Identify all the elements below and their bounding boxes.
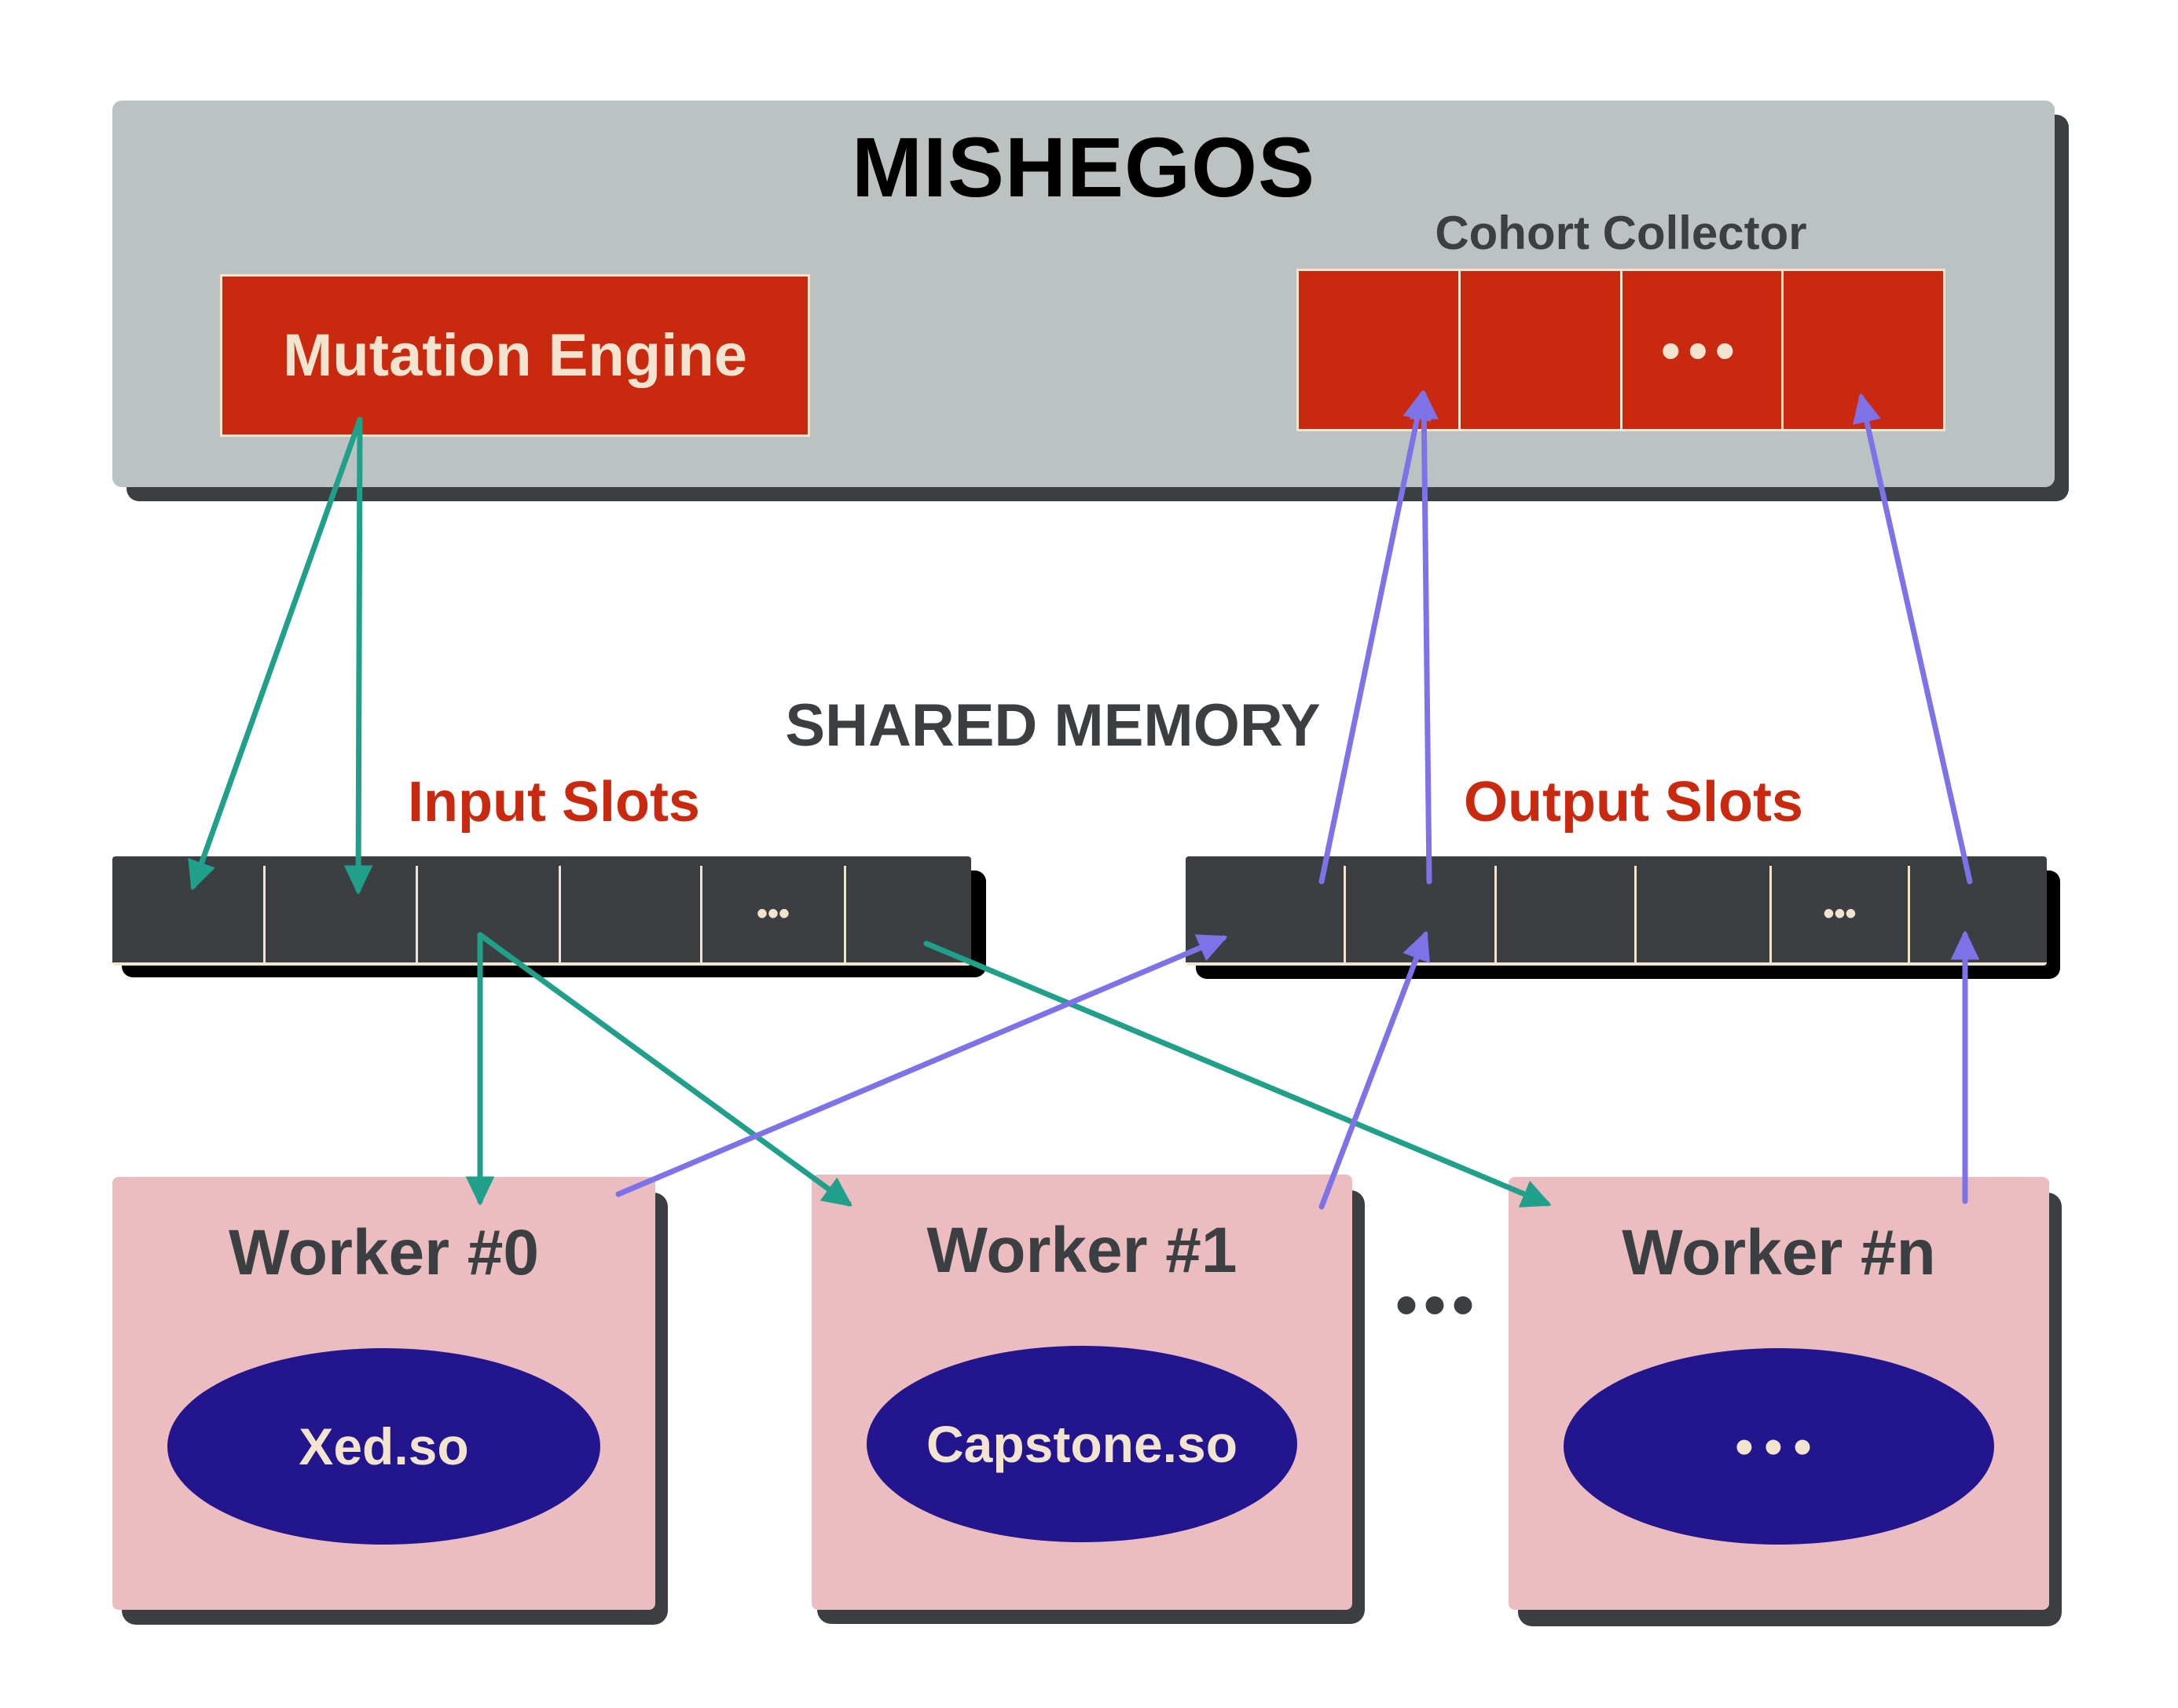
output-slot	[1497, 866, 1637, 962]
worker-1: Worker #1 Capstone.so	[812, 1175, 1352, 1610]
cohort-cell	[1299, 271, 1461, 429]
worker-title: Worker #n	[1622, 1217, 1936, 1288]
more-workers-ellipsis: •••	[1395, 1270, 1481, 1340]
input-slots: •••	[112, 856, 971, 966]
input-slot	[112, 866, 266, 962]
cohort-collector-label: Cohort Collector	[1435, 207, 1807, 259]
input-slot	[418, 866, 561, 962]
output-slot	[1910, 866, 2047, 962]
input-slot	[846, 866, 971, 962]
output-slot	[1637, 866, 1772, 962]
worker-title: Worker #0	[228, 1217, 540, 1288]
worker-n: Worker #n •••	[1509, 1177, 2049, 1610]
shared-memory-label: SHARED MEMORY	[785, 692, 1321, 759]
cohort-collector: •••	[1296, 269, 1945, 431]
worker-0: Worker #0 Xed.so	[112, 1177, 655, 1610]
arrow-input-slot-5-to-worker-n	[923, 940, 1547, 1204]
library-ellipse: Capstone.so	[867, 1346, 1297, 1542]
library-ellipse: •••	[1564, 1348, 1994, 1545]
library-label: Xed.so	[299, 1417, 469, 1475]
mutation-engine: Mutation Engine	[220, 274, 810, 437]
input-slot-ellipsis: •••	[702, 866, 846, 962]
cohort-cell	[1461, 271, 1622, 429]
mutation-engine-label: Mutation Engine	[282, 322, 748, 389]
diagram-title: MISHEGOS	[851, 119, 1316, 214]
output-slot-ellipsis: •••	[1772, 866, 1910, 962]
library-label: •••	[1735, 1417, 1823, 1475]
input-slot	[266, 866, 418, 962]
output-slots: •••	[1186, 856, 2047, 966]
library-label: Capstone.so	[926, 1415, 1238, 1473]
library-ellipse: Xed.so	[167, 1348, 600, 1545]
cohort-cell-ellipsis: •••	[1622, 271, 1784, 429]
worker-title: Worker #1	[926, 1215, 1238, 1286]
output-slots-label: Output Slots	[1464, 771, 1803, 834]
cohort-cell	[1784, 271, 1943, 429]
output-slot	[1186, 866, 1346, 962]
output-slot	[1346, 866, 1497, 962]
input-slot	[561, 866, 702, 962]
input-slots-label: Input Slots	[408, 771, 700, 834]
